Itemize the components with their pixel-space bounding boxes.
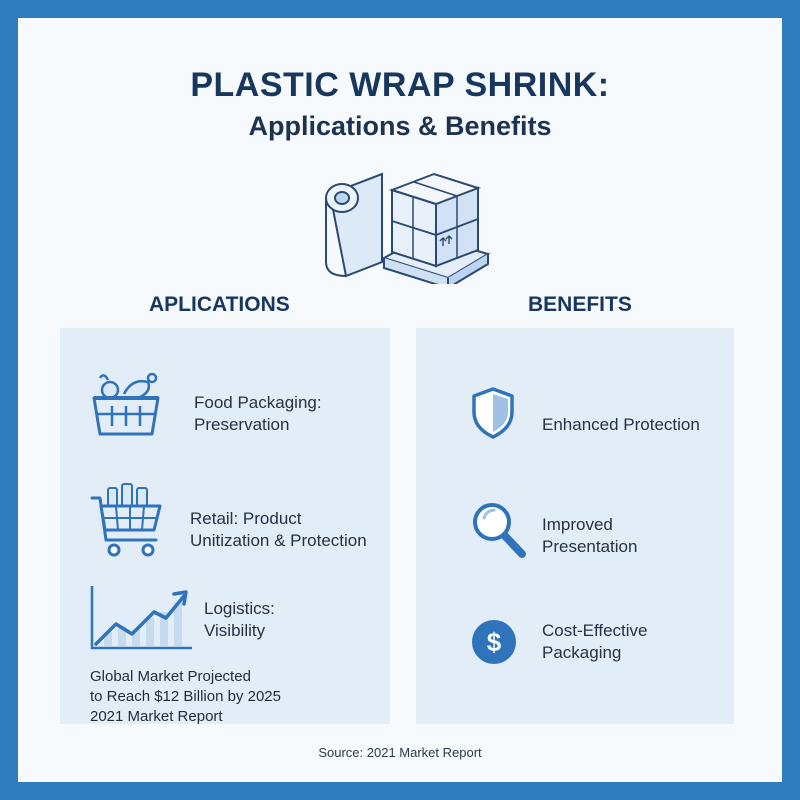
dollar-coin-icon: $ [472,620,516,664]
page-subtitle: Applications & Benefits [248,111,552,141]
market-projection-note: Global Market Projected to Reach $12 Bil… [90,667,380,727]
food-basket-icon [92,372,160,436]
benefit-detail: Packaging [542,643,622,662]
benefit-title: Cost-Effective [542,621,648,640]
shrink-wrapped-pallet-icon [325,172,491,284]
benefit-detail: Presentation [542,537,638,556]
benefits-heading: BENEFITS [528,293,632,316]
applications-heading: APLICATIONS [149,293,290,316]
application-title: Retail: Product [190,509,302,528]
svg-text:$: $ [487,627,502,657]
source-footnote: Source: 2021 Market Report [318,745,482,760]
benefits-panel: Enhanced Protection Improved Presentatio… [416,328,734,724]
application-detail: Unitization & Protection [190,531,367,550]
application-title: Logistics: [204,599,275,618]
market-note-source: 2021 Market Report [90,708,223,725]
shopping-cart-icon [90,483,162,557]
market-note-line-1: Global Market Projected [90,668,251,685]
magnifier-icon [473,503,526,558]
application-detail: Visibility [204,621,266,640]
applications-panel: Food Packaging: Preservation Retail: Pro… [60,328,390,727]
benefit-title: Improved [542,515,613,534]
infographic-card: PLASTIC WRAP SHRINK: Applications & Bene… [18,18,782,782]
shield-icon [472,387,514,439]
benefit-title: Enhanced Protection [542,415,700,434]
application-title: Food Packaging: [194,393,322,412]
page-title: PLASTIC WRAP SHRINK: [190,66,610,104]
application-detail: Preservation [194,415,290,434]
market-note-line-2: to Reach $12 Billion by 2025 [90,688,281,705]
growth-chart-icon [90,586,192,650]
